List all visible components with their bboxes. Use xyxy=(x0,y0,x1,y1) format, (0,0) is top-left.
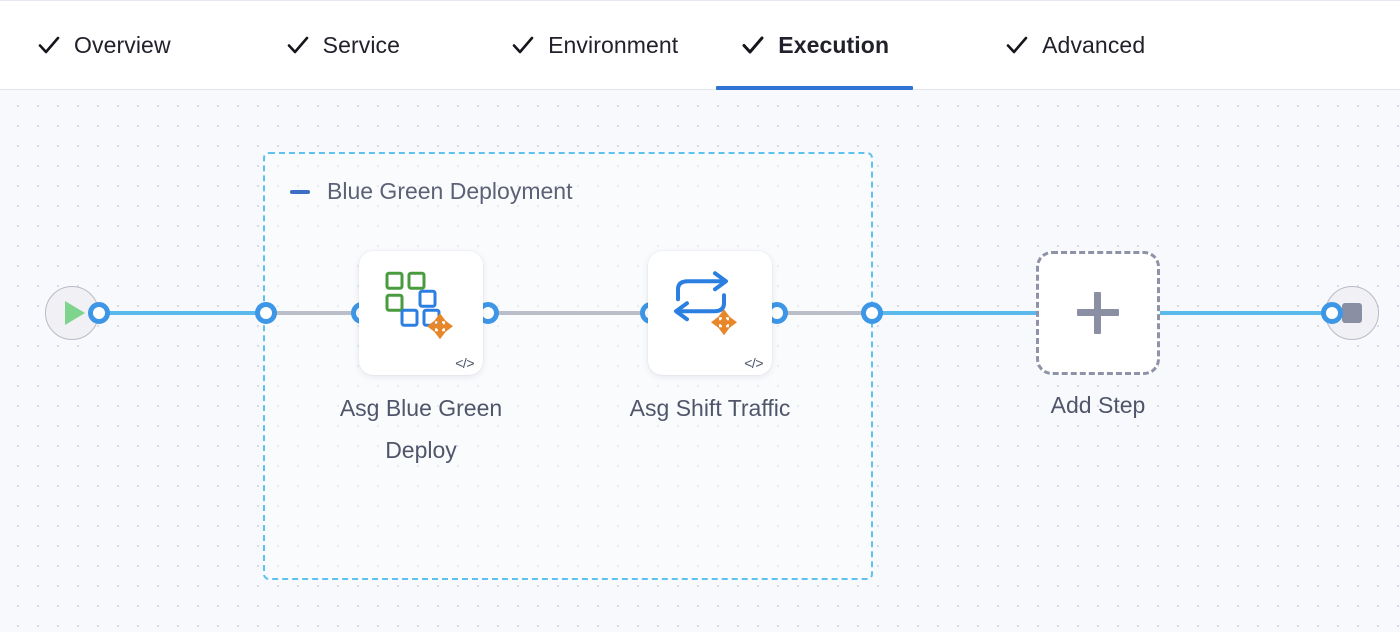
connection-line-dashed-1 xyxy=(268,311,368,315)
tab-label: Advanced xyxy=(1042,31,1146,58)
connection-line-dashed-3 xyxy=(774,311,877,315)
step-label: Asg Shift Traffic xyxy=(629,395,791,421)
connection-line-group-to-add-step xyxy=(872,311,1040,315)
connector-node-end-in[interactable] xyxy=(1321,302,1343,324)
pipeline-step-asg-blue-green-deploy[interactable]: </> Asg Blue Green Deploy xyxy=(340,251,502,463)
wizard-tab-bar: Overview Service Environment Execution A… xyxy=(0,0,1400,90)
tab-label: Execution xyxy=(778,31,890,58)
step-card[interactable]: </> xyxy=(648,251,772,375)
tab-label: Service xyxy=(322,31,401,58)
asg-shift-traffic-icon xyxy=(672,269,748,350)
check-icon xyxy=(510,32,536,58)
tab-label: Overview xyxy=(74,31,171,58)
connector-node-group-out[interactable] xyxy=(861,302,883,324)
tab-environment[interactable]: Environment xyxy=(510,0,678,90)
stop-icon xyxy=(1342,303,1362,323)
add-step-label: Add Step xyxy=(1050,392,1146,418)
connector-node-group-in[interactable] xyxy=(255,302,277,324)
play-icon xyxy=(65,301,85,325)
pipeline-step-asg-shift-traffic[interactable]: </> Asg Shift Traffic xyxy=(630,251,790,421)
tab-label: Environment xyxy=(548,31,679,58)
tab-service[interactable]: Service xyxy=(285,0,400,90)
check-icon xyxy=(285,32,311,58)
step-card[interactable]: </> xyxy=(359,251,483,375)
add-step-button[interactable] xyxy=(1036,251,1160,375)
add-step-node[interactable]: Add Step xyxy=(1036,251,1160,419)
code-icon: </> xyxy=(455,355,474,371)
check-icon xyxy=(36,32,62,58)
connector-node-start-out[interactable] xyxy=(88,302,110,324)
tab-execution[interactable]: Execution xyxy=(716,0,914,90)
step-group-title: Blue Green Deployment xyxy=(327,178,573,204)
asg-blue-green-deploy-icon xyxy=(383,269,459,350)
pipeline-canvas[interactable]: Blue Green Deployment xyxy=(0,90,1400,632)
connection-line-add-step-to-end xyxy=(1157,311,1331,315)
tab-advanced[interactable]: Advanced xyxy=(1004,0,1145,90)
tab-overview[interactable]: Overview xyxy=(36,0,171,90)
connection-line-start-to-group xyxy=(96,311,271,315)
minus-icon[interactable] xyxy=(287,179,313,205)
check-icon xyxy=(1004,32,1030,58)
connection-line-dashed-2 xyxy=(485,311,655,315)
tab-active-underline xyxy=(716,86,914,90)
check-icon xyxy=(740,32,766,58)
plus-icon xyxy=(1077,292,1119,334)
step-group-header: Blue Green Deployment xyxy=(287,178,572,205)
step-label: Asg Blue Green Deploy xyxy=(339,395,503,463)
connection-lines xyxy=(0,90,1400,632)
code-icon: </> xyxy=(744,355,763,371)
